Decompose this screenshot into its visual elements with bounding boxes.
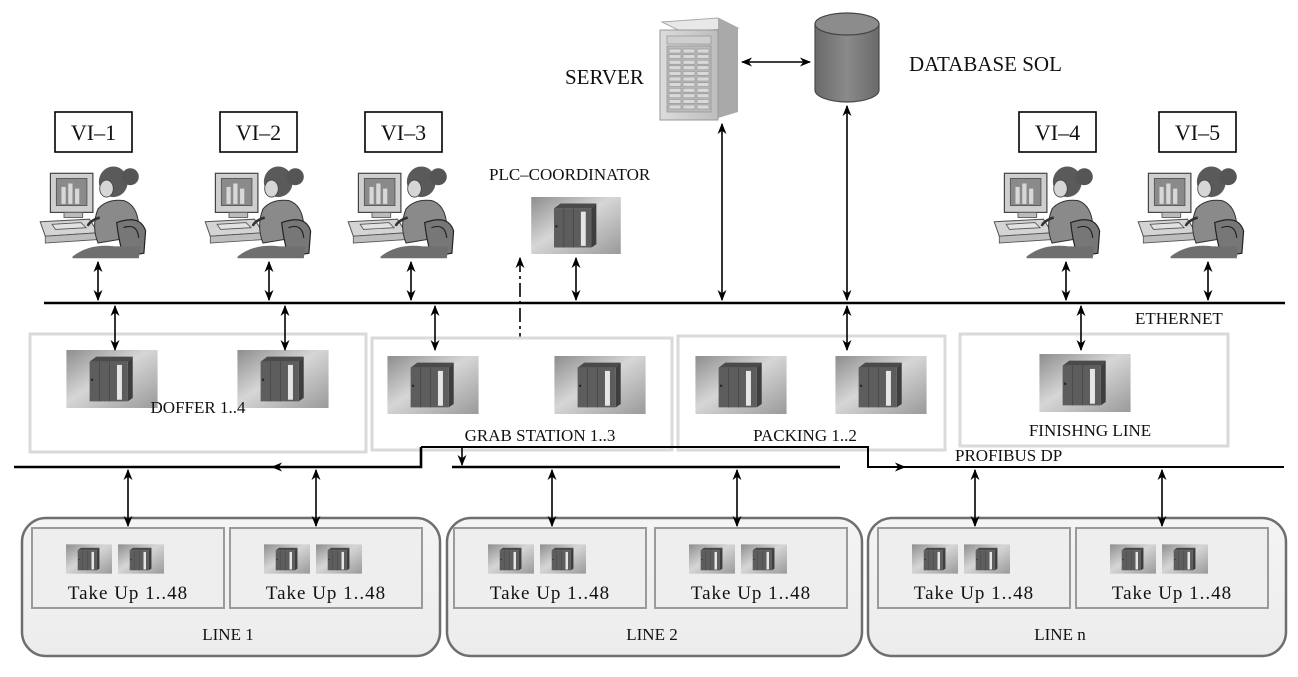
take-up-group: Take Up 1..48 — [877, 527, 1071, 609]
workstation: VI–1 — [38, 111, 148, 302]
profibus-left-segment — [14, 447, 423, 469]
station-label: DOFFER 1..4 — [151, 398, 246, 417]
server-label: SERVER — [565, 65, 644, 89]
take-up-label: Take Up 1..48 — [914, 583, 1034, 604]
plc-module-icon — [1110, 544, 1156, 574]
workstation-id-box — [219, 111, 298, 153]
take-up-label: Take Up 1..48 — [266, 583, 386, 604]
plc-module-icon — [488, 544, 534, 574]
workstation-id-box — [1018, 111, 1097, 153]
workstation-id: VI–2 — [236, 120, 281, 145]
take-up-group: Take Up 1..48 — [654, 527, 848, 609]
plc-module-icon — [689, 544, 735, 574]
ethernet-label: ETHERNET — [1135, 309, 1223, 328]
plc-coordinator-label: PLC–COORDINATOR — [489, 165, 651, 184]
plc-module-icon — [530, 197, 622, 254]
plc-module-icon — [1038, 354, 1132, 412]
take-up-label: Take Up 1..48 — [1112, 583, 1232, 604]
operator-at-computer-icon — [346, 165, 456, 260]
plc-module-icon — [912, 544, 958, 574]
workstation: VI–5 — [1136, 111, 1246, 302]
workstation: VI–4 — [992, 111, 1102, 302]
workstation-id-box — [54, 111, 133, 153]
plc-module-icon — [386, 356, 480, 414]
plc-module-icon — [236, 350, 330, 408]
workstation-id: VI–4 — [1035, 120, 1080, 145]
station-panel: PACKING 1..2 — [676, 304, 947, 452]
database: DATABASE SOL — [814, 12, 1062, 103]
workstation-id: VI–3 — [381, 120, 426, 145]
profibus-bus: PROFIBUS DP — [14, 446, 1284, 472]
database-cylinder-icon — [814, 12, 880, 103]
operator-at-computer-icon — [992, 165, 1102, 260]
workstation-id: VI–1 — [71, 120, 116, 145]
line-label: LINE n — [1034, 625, 1086, 644]
line-label: LINE 1 — [202, 625, 253, 644]
server-tower-icon — [659, 17, 740, 121]
station-label: FINISHNG LINE — [1029, 421, 1151, 440]
line-label: LINE 2 — [626, 625, 677, 644]
station-panel: FINISHNG LINE — [958, 304, 1230, 448]
station-panel: DOFFER 1..4 — [28, 304, 368, 454]
server: SERVER — [565, 17, 740, 121]
operator-at-computer-icon — [38, 165, 148, 260]
plc-coordinator: PLC–COORDINATOR — [489, 165, 651, 254]
workstation-id: VI–5 — [1175, 120, 1220, 145]
plc-module-icon — [553, 356, 647, 414]
plc-module-icon — [540, 544, 586, 574]
take-up-group: Take Up 1..48 — [31, 527, 225, 609]
plc-module-icon — [66, 544, 112, 574]
station-label: GRAB STATION 1..3 — [465, 426, 616, 445]
workstation-id-box — [364, 111, 443, 153]
station-frame — [958, 332, 1230, 448]
workstations: VI–1 VI–2 VI–3 VI–4 VI–5 — [38, 111, 1246, 302]
take-up-label: Take Up 1..48 — [68, 583, 188, 604]
plc-module-icon — [694, 356, 788, 414]
plc-module-icon — [264, 544, 310, 574]
plc-module-icon — [118, 544, 164, 574]
workstation: VI–2 — [203, 111, 313, 302]
take-up-label: Take Up 1..48 — [691, 583, 811, 604]
plc-module-icon — [316, 544, 362, 574]
workstation: VI–3 — [346, 111, 456, 302]
operator-at-computer-icon — [1136, 165, 1246, 260]
plc-module-icon — [964, 544, 1010, 574]
station-panel: GRAB STATION 1..3 — [370, 304, 674, 452]
plc-module-icon — [65, 350, 159, 408]
database-label: DATABASE SOL — [909, 52, 1062, 76]
operator-at-computer-icon — [203, 165, 313, 260]
station-label: PACKING 1..2 — [753, 426, 857, 445]
take-up-label: Take Up 1..48 — [490, 583, 610, 604]
take-up-group: Take Up 1..48 — [453, 527, 647, 609]
plc-module-icon — [834, 356, 928, 414]
workstation-id-box — [1158, 111, 1237, 153]
take-up-group: Take Up 1..48 — [1075, 527, 1269, 609]
plc-module-icon — [1162, 544, 1208, 574]
take-up-group: Take Up 1..48 — [229, 527, 423, 609]
plc-module-icon — [741, 544, 787, 574]
profibus-label: PROFIBUS DP — [955, 446, 1062, 465]
